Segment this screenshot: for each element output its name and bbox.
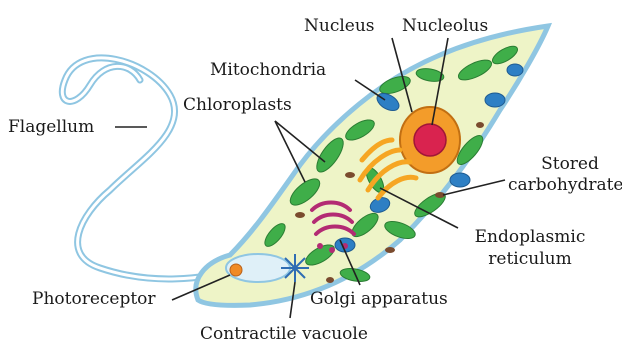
mitochondrion [450, 173, 470, 187]
label-endoplasmic-line2: reticulum [460, 250, 600, 269]
flagellum [62, 58, 236, 279]
label-chloroplasts: Chloroplasts [183, 96, 292, 115]
carbohydrate-granule [326, 277, 334, 283]
label-nucleus: Nucleus [304, 17, 375, 36]
nucleolus [414, 124, 446, 156]
contractile-vacuole [281, 254, 309, 282]
label-stored-line2: carbohydrate [508, 176, 620, 195]
carbohydrate-granule [345, 172, 355, 178]
label-endoplasmic-line1: Endoplasmic [460, 228, 600, 247]
label-contractile-vacuole: Contractile vacuole [200, 325, 368, 344]
label-mitochondria: Mitochondria [210, 61, 326, 80]
carbohydrate-granule [476, 122, 484, 128]
carbohydrate-granule [295, 212, 305, 218]
carbohydrate-granule [385, 247, 395, 253]
label-nucleolus: Nucleolus [402, 17, 488, 36]
label-stored-line1: Stored [520, 155, 620, 174]
label-golgi-apparatus: Golgi apparatus [310, 290, 448, 309]
label-flagellum: Flagellum [8, 118, 94, 137]
photoreceptor [230, 264, 242, 276]
mitochondrion [507, 64, 523, 76]
mitochondrion [485, 93, 505, 107]
label-photoreceptor: Photoreceptor [32, 290, 156, 309]
